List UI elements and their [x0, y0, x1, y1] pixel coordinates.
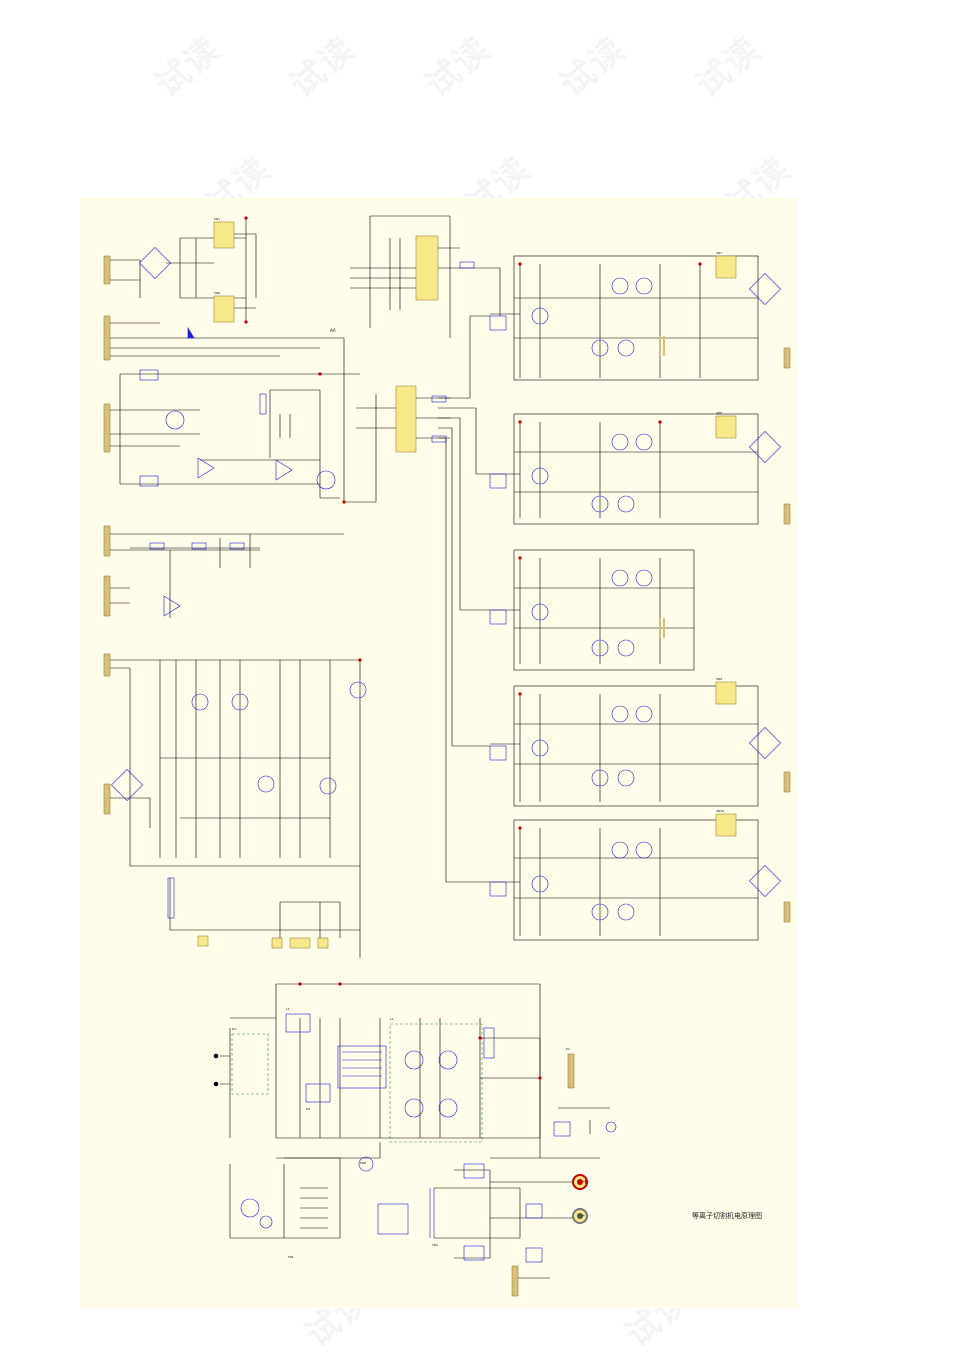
section-label: L2: [390, 1017, 394, 1021]
control-ic-block: [320, 215, 480, 503]
watermark: 试读: [683, 23, 770, 107]
sequence-control-block: [103, 653, 367, 958]
watermark: 试读: [413, 23, 500, 107]
signal-input-block: [103, 525, 344, 618]
section-label: TR2: [431, 1243, 438, 1247]
driver-channel-2: [489, 413, 791, 525]
watermark: 试读: [278, 23, 365, 107]
plus-terminal-label: +: [582, 1177, 589, 1186]
minus-terminal-label: -: [582, 1211, 585, 1220]
schematic-diagram: + - AA VR1 VR6 VR7 VR8 VR9 VR10 TR1 TR2 …: [103, 215, 791, 1297]
schematic-sheet: + - AA VR1 VR6 VR7 VR8 VR9 VR10 TR1 TR2 …: [80, 198, 798, 1308]
diagram-caption: 等离子切割机电原理图: [692, 1212, 762, 1220]
section-label: D2: [306, 1107, 310, 1111]
ic-label: VR8: [716, 411, 722, 415]
ic-label: VR6: [214, 291, 220, 295]
ic-label: VR10: [716, 809, 724, 813]
watermark: 试读: [143, 23, 230, 107]
power-stage-block: [213, 983, 617, 1297]
driver-channel-1: [489, 255, 791, 381]
junction-dots: [244, 216, 702, 1080]
section-label: D1: [232, 1027, 236, 1031]
ic-label: VR1: [214, 217, 220, 221]
driver-channel-4: [489, 681, 791, 807]
control-bus: [438, 267, 501, 883]
ic-label: VR7: [716, 251, 722, 255]
driver-channel-5: [489, 813, 791, 941]
ic-label: VR9: [716, 677, 722, 681]
section-label: TR1: [287, 1255, 294, 1259]
driver-channel-3: [489, 549, 695, 671]
section-label: K1: [566, 1047, 570, 1051]
node-label: AA: [330, 328, 336, 333]
watermark: 试读: [548, 23, 635, 107]
section-label: FAN: [360, 1161, 366, 1165]
power-supply-block: [103, 218, 320, 361]
oscillator-block: [103, 369, 360, 499]
section-label: L1: [286, 1007, 290, 1011]
